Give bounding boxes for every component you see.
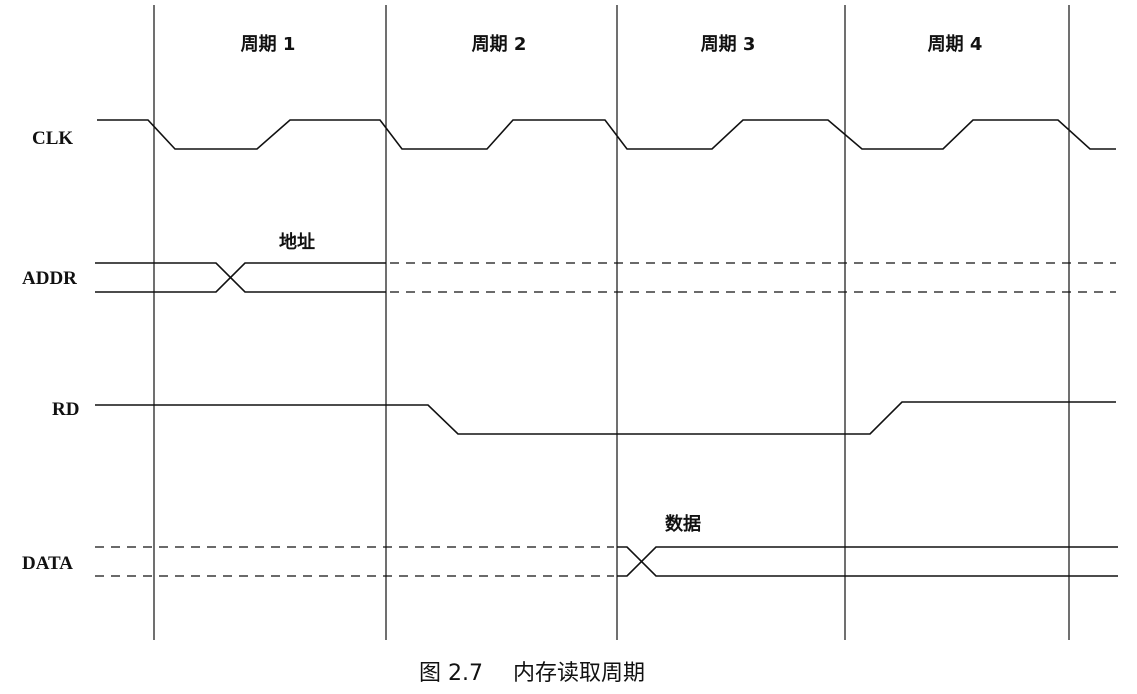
cycle-label-1: 周期 1 <box>241 34 296 55</box>
signal-label-rd: RD <box>52 399 79 420</box>
rd-waveform <box>95 401 1116 435</box>
figure-caption: 图 2.7 内存读取周期 <box>419 661 645 686</box>
figure-title: 内存读取周期 <box>513 661 645 686</box>
cycle-label-4: 周期 4 <box>928 34 983 55</box>
signal-label-clk: CLK <box>32 128 73 149</box>
signal-label-data: DATA <box>22 553 73 574</box>
cycle-label-3: 周期 3 <box>701 34 756 55</box>
data-waveform <box>95 546 1118 577</box>
cycle-labels: 周期 1 周期 2 周期 3 周期 4 <box>241 34 983 55</box>
data-bottom-solid <box>617 546 1118 577</box>
cycle-label-2: 周期 2 <box>472 34 527 55</box>
data-top-solid <box>617 546 1118 577</box>
address-annotation: 地址 <box>279 231 315 253</box>
signal-label-addr: ADDR <box>22 268 77 289</box>
clk-waveform <box>97 119 1116 150</box>
addr-waveform <box>95 262 1116 293</box>
data-annotation: 数据 <box>665 513 701 535</box>
figure-number: 图 2.7 <box>419 661 483 686</box>
cycle-boundaries <box>153 5 1070 640</box>
addr-bottom-solid <box>95 262 386 293</box>
